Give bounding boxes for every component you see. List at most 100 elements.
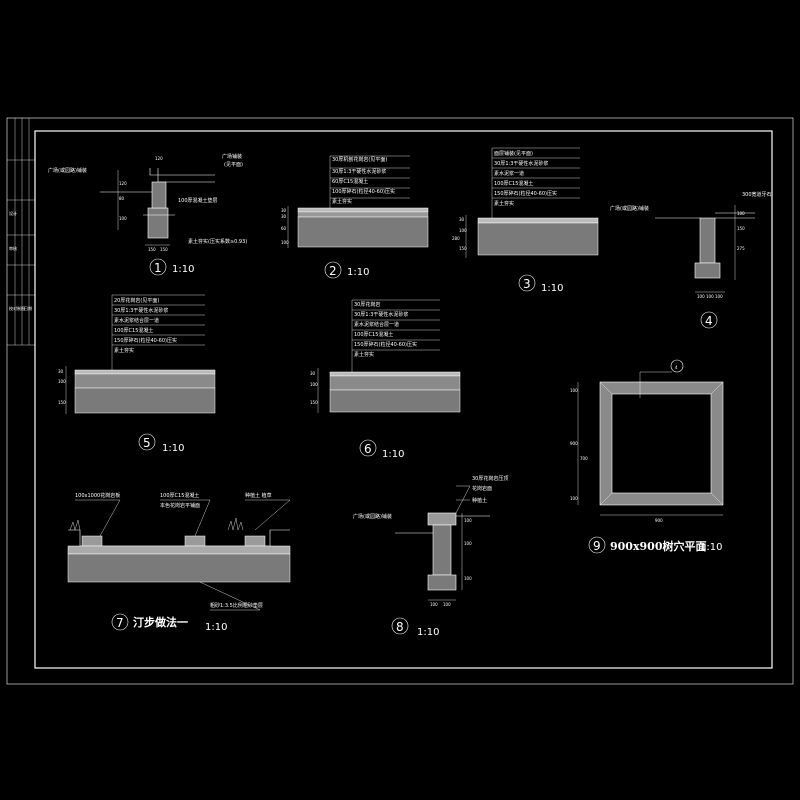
title-cell: 设计 <box>9 210 17 216</box>
base-layer <box>67 553 291 583</box>
detail-marker <box>700 311 718 329</box>
title-cell: 校对 <box>9 305 17 311</box>
detail-1: 广场(或园路)铺装 广场铺装 (见平面) 100厚混凝土垫层 素土夯实(压实系数… <box>48 153 247 276</box>
detail-number: 7 <box>116 616 124 630</box>
label: 100厚C15混凝土 <box>494 180 533 187</box>
detail-marker <box>518 274 536 292</box>
label: 30厚1:3干硬性水泥砂浆 <box>354 311 408 318</box>
label: 种植土 <box>472 497 487 504</box>
detail-marker <box>149 258 167 276</box>
label: 广场铺装 <box>222 153 242 160</box>
label: 广场(或园路)铺装 <box>610 205 649 212</box>
detail-scale: 1:10 <box>347 267 369 278</box>
outer-frame <box>6 117 794 685</box>
detail-title: 汀步做法一 <box>133 615 188 629</box>
dim: 100 <box>697 294 705 299</box>
dim: 150 <box>148 247 156 252</box>
dim: 30 <box>459 217 465 222</box>
dim: 100 <box>443 602 451 607</box>
dim: 100 <box>464 576 472 581</box>
detail-marker <box>391 617 409 635</box>
dim: 280 <box>452 236 460 241</box>
label: 100厚混凝土垫层 <box>178 197 218 204</box>
dim: 100 <box>570 496 578 501</box>
detail-scale: 1:10 <box>172 264 194 275</box>
dim: 100 <box>310 382 318 387</box>
curb-stone <box>432 524 452 576</box>
detail-scale: 1:10 <box>382 449 404 460</box>
dim: 150 <box>737 226 745 231</box>
detail-number: 9 <box>593 539 601 553</box>
dim: 100 <box>706 294 714 299</box>
label: 广场(或园路)铺装 <box>353 513 392 520</box>
base-layer <box>477 222 599 256</box>
title-block: 设计 审核 校对 制图 日期 <box>7 118 35 346</box>
detail-7: 100x1000花岗岩板 100厚C15混凝土 本色花岗岩平铺面 种植土 植草 … <box>67 492 291 633</box>
curb-stone <box>151 181 167 209</box>
dim: 150 <box>459 246 467 251</box>
label: 20厚花岗岩(见平面) <box>114 297 159 304</box>
detail-number: 1 <box>154 261 162 275</box>
label: 100厚C15混凝土 <box>354 331 393 338</box>
section-ref-number: 4 <box>675 365 678 370</box>
label: 素土夯实 <box>354 351 374 358</box>
dim: 700 <box>580 456 588 461</box>
dim: 80 <box>119 196 125 201</box>
detail-8: 30厚花岗岩压顶 花岗岩面 广场(或园路)铺装 种植土 100 100 100 … <box>353 475 508 638</box>
detail-scale: 1:10 <box>162 443 184 454</box>
dim: 100 <box>464 518 472 523</box>
dim: 60 <box>281 226 287 231</box>
detail-scale: 1:10 <box>541 283 563 294</box>
base-layer <box>74 387 216 414</box>
detail-title: 900x900树穴平面 <box>610 539 706 553</box>
label: 30厚机刨花岗岩(见平面) <box>332 156 387 163</box>
label: 150厚碎石(粒径40-60)压实 <box>354 341 417 348</box>
dim: 30 <box>281 214 287 219</box>
detail-marker <box>324 261 342 279</box>
detail-2: 30厚机刨花岗岩(见平面) 30厚1:3干硬性水泥砂浆 60厚C15混凝土 10… <box>281 155 429 279</box>
title-cell: 制图 <box>17 305 25 311</box>
detail-scale: 1:10 <box>205 622 227 633</box>
label: 素水泥浆结合层一道 <box>114 317 159 324</box>
dim: 100 <box>281 240 289 245</box>
label: 素土夯实 <box>332 198 352 205</box>
label: 种植土 植草 <box>245 492 272 499</box>
detail-number: 2 <box>329 264 337 278</box>
dim: 900 <box>655 518 663 523</box>
inner-frame <box>34 130 773 669</box>
label: 30厚1:3干硬性水泥砂浆 <box>332 168 386 175</box>
dim: 150 <box>160 247 168 252</box>
detail-3: 面层铺装(见平面) 30厚1:3干硬性水泥砂浆 素水泥浆一道 100厚C15混凝… <box>452 147 599 294</box>
curb-base <box>427 574 457 591</box>
label: 30厚花岗岩 <box>354 301 380 308</box>
label: 素土夯实 <box>114 347 134 354</box>
dim: 30 <box>310 371 316 376</box>
detail-number: 3 <box>523 277 531 291</box>
dim: 100 <box>459 228 467 233</box>
dim: 100 <box>715 294 723 299</box>
dim: 100 <box>737 211 745 216</box>
label: 面层铺装(见平面) <box>494 150 533 157</box>
label: 300宽道牙石 <box>742 191 772 198</box>
dim: 100 <box>58 379 66 384</box>
dim: 30 <box>58 369 64 374</box>
label: 30厚花岗岩压顶 <box>472 475 508 482</box>
detail-scale: 1:10 <box>700 542 722 553</box>
detail-marker <box>588 536 606 554</box>
detail-5: 20厚花岗岩(见平面) 30厚1:3干硬性水泥砂浆 素水泥浆结合层一道 100厚… <box>58 294 216 454</box>
label: 粗砂1:3.5比例粗砂垫层 <box>210 602 263 609</box>
label: 素土夯实(压实系数≥0.93) <box>188 238 247 245</box>
dim: 30 <box>281 208 287 213</box>
dim: 100 <box>464 541 472 546</box>
title-cell: 日期 <box>24 305 32 311</box>
base-layer <box>329 389 461 413</box>
label: 花岗岩面 <box>472 485 492 492</box>
detail-marker <box>138 433 156 451</box>
label: 100厚C15混凝土 <box>160 492 199 499</box>
detail-4: 广场(或园路)铺装 300宽道牙石 100 150 275 100 100 10… <box>610 191 772 329</box>
detail-marker <box>111 613 129 631</box>
detail-marker <box>359 439 377 457</box>
label: 素水泥浆结合层一道 <box>354 321 399 328</box>
dim: 150 <box>58 400 66 405</box>
title-cell: 审核 <box>9 245 17 251</box>
